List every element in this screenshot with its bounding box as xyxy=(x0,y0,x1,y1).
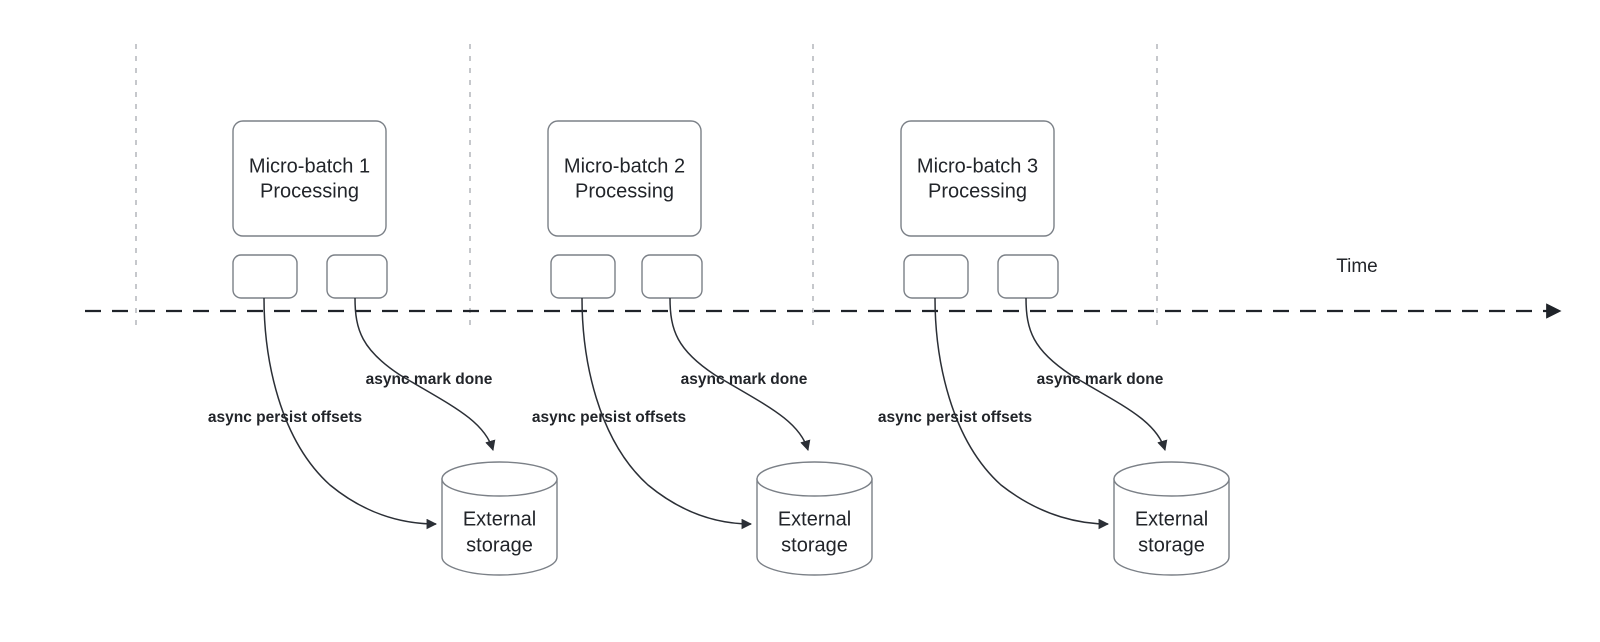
microbatch-box-3-label-line2: Processing xyxy=(928,180,1027,202)
external-storage-1-label-line1: External xyxy=(463,508,536,530)
microbatch-box-2-label-line1: Micro-batch 2 xyxy=(564,155,685,177)
external-storage-1[interactable]: External storage xyxy=(441,461,558,576)
microbatch-box-2[interactable] xyxy=(547,120,702,237)
microbatch-box-1-label-line2: Processing xyxy=(260,180,359,202)
external-storage-1-label-line2: storage xyxy=(466,534,533,556)
task-box-2-left[interactable] xyxy=(550,254,616,299)
external-storage-1-body xyxy=(441,478,558,576)
external-storage-2-top xyxy=(756,461,873,497)
microbatch-box-1[interactable] xyxy=(232,120,387,237)
external-storage-3-top xyxy=(1113,461,1230,497)
task-box-2-right[interactable] xyxy=(641,254,703,299)
persist-offsets-label-3: async persist offsets xyxy=(878,409,1032,426)
task-box-1-right[interactable] xyxy=(326,254,388,299)
external-storage-2-body xyxy=(756,478,873,576)
microbatch-group-3: Micro-batch 3 Processing External storag… xyxy=(878,120,1230,576)
microbatch-box-3-label-line1: Micro-batch 3 xyxy=(917,155,1038,177)
time-axis-label: Time xyxy=(1336,256,1378,277)
mark-done-label-1: async mark done xyxy=(366,371,493,388)
microbatch-box-1-label-line1: Micro-batch 1 xyxy=(249,155,370,177)
persist-offsets-curve-2 xyxy=(581,297,753,530)
microbatch-box-2-label-line2: Processing xyxy=(575,180,674,202)
mark-done-curve-2 xyxy=(669,297,811,452)
microbatch-box-3[interactable] xyxy=(900,120,1055,237)
task-box-1-left[interactable] xyxy=(232,254,298,299)
external-storage-2[interactable]: External storage xyxy=(756,461,873,576)
external-storage-3-label-line2: storage xyxy=(1138,534,1205,556)
persist-offsets-curve-1 xyxy=(263,297,438,530)
mark-done-curve-1 xyxy=(354,297,496,452)
external-storage-3-body xyxy=(1113,478,1230,576)
mark-done-label-2: async mark done xyxy=(681,371,808,388)
external-storage-3-label-line1: External xyxy=(1135,508,1208,530)
mark-done-label-3: async mark done xyxy=(1037,371,1164,388)
microbatch-group-2: Micro-batch 2 Processing External storag… xyxy=(532,120,873,576)
persist-offsets-label-1: async persist offsets xyxy=(208,409,362,426)
external-storage-3[interactable]: External storage xyxy=(1113,461,1230,576)
task-box-3-left[interactable] xyxy=(903,254,969,299)
persist-offsets-label-2: async persist offsets xyxy=(532,409,686,426)
external-storage-2-label-line2: storage xyxy=(781,534,848,556)
microbatch-group-1: Micro-batch 1 Processing External storag… xyxy=(208,120,558,576)
persist-offsets-curve-3 xyxy=(934,297,1110,530)
task-box-3-right[interactable] xyxy=(997,254,1059,299)
external-storage-1-top xyxy=(441,461,558,497)
external-storage-2-label-line1: External xyxy=(778,508,851,530)
mark-done-curve-3 xyxy=(1025,297,1168,452)
